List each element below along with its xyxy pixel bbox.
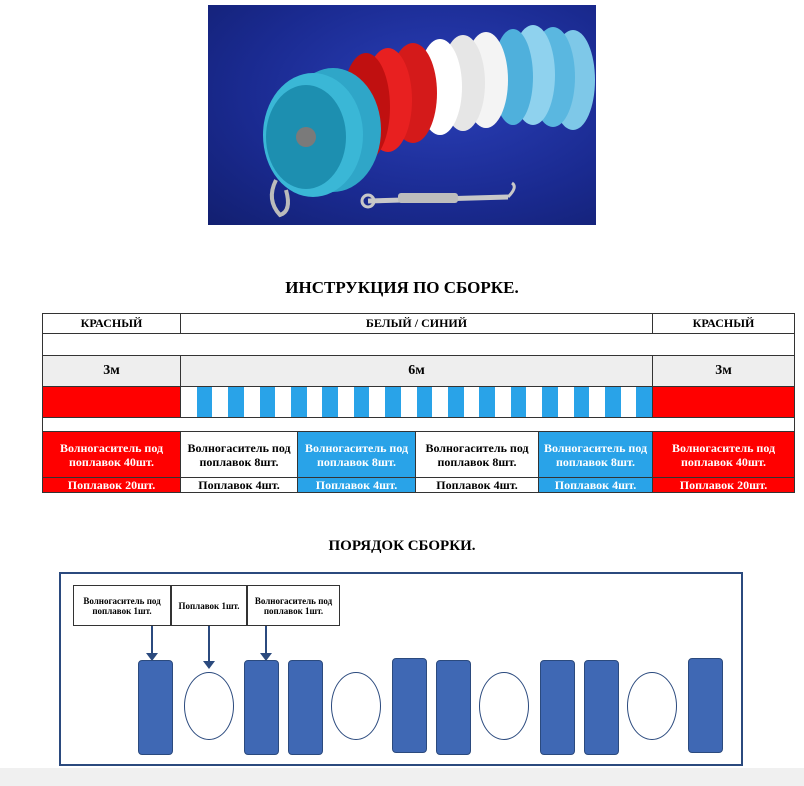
assembly-diagram: Волногаситель под поплавок 1шт. Поплавок… bbox=[59, 572, 743, 766]
wave-damper-shape bbox=[436, 660, 471, 755]
blank-row-2 bbox=[42, 417, 795, 432]
float-shape bbox=[479, 672, 529, 740]
assembly-title: ПОРЯДОК СБОРКИ. bbox=[328, 538, 476, 554]
stripe-segment bbox=[228, 387, 244, 417]
wave-damper-shape bbox=[540, 660, 575, 755]
stripe-segment bbox=[243, 387, 260, 417]
color-header-row: КРАСНЫЙ БЕЛЫЙ / СИНИЙ КРАСНЫЙ bbox=[42, 313, 795, 334]
description-row: Волногаситель под поплавок 40шт. Волнога… bbox=[42, 431, 795, 478]
stripe-segment bbox=[290, 387, 307, 417]
wave-damper-shape bbox=[688, 658, 723, 753]
arrow-2 bbox=[203, 626, 215, 669]
desc-5: Волногаситель под поплавок 8шт. bbox=[538, 431, 653, 478]
stripe-segment bbox=[463, 387, 480, 417]
page-bottom-strip bbox=[0, 768, 804, 786]
instructions-title: ИНСТРУКЦИЯ ПО СБОРКЕ. bbox=[285, 278, 519, 297]
wave-damper-shape bbox=[392, 658, 427, 753]
header-white-blue: БЕЛЫЙ / СИНИЙ bbox=[180, 313, 653, 334]
desc-2: Волногаситель под поплавок 8шт. bbox=[180, 431, 298, 478]
stripe-segment bbox=[259, 387, 276, 417]
stripe-pattern bbox=[181, 387, 653, 417]
length-row: 3м 6м 3м bbox=[42, 355, 795, 387]
stripe-segment bbox=[447, 387, 464, 417]
assembly-spec-table: КРАСНЫЙ БЕЛЫЙ / СИНИЙ КРАСНЫЙ 3м 6м 3м В… bbox=[42, 313, 795, 493]
label-wave-damper-1: Волногаситель под поплавок 1шт. bbox=[73, 585, 171, 626]
stripe-segment bbox=[181, 387, 197, 417]
stripe-segment bbox=[526, 387, 543, 417]
stripe-segment bbox=[400, 387, 417, 417]
count-row: Поплавок 20шт. Поплавок 4шт. Поплавок 4ш… bbox=[42, 477, 795, 493]
stripe-segment bbox=[212, 387, 229, 417]
wave-damper-shape bbox=[288, 660, 323, 755]
white-blue-stripes bbox=[180, 386, 653, 418]
stripe-segment bbox=[479, 387, 496, 417]
label-float: Поплавок 1шт. bbox=[171, 585, 247, 626]
arrow-1 bbox=[146, 626, 158, 661]
length-left: 3м bbox=[42, 355, 181, 387]
red-section-left bbox=[42, 386, 181, 418]
label-wave-damper-2: Волногаситель под поплавок 1шт. bbox=[247, 585, 340, 626]
stripe-segment bbox=[557, 387, 574, 417]
wave-damper-shape bbox=[584, 660, 619, 755]
stripe-segment bbox=[369, 387, 386, 417]
stripe-segment bbox=[510, 387, 527, 417]
stripe-segment bbox=[353, 387, 370, 417]
blank-row bbox=[42, 333, 795, 356]
red-section-right bbox=[652, 386, 795, 418]
wave-damper-shape bbox=[244, 660, 279, 755]
stripe-segment bbox=[275, 387, 291, 417]
length-middle: 6м bbox=[180, 355, 653, 387]
count-3: Поплавок 4шт. bbox=[297, 477, 416, 493]
desc-4: Волногаситель под поплавок 8шт. bbox=[415, 431, 539, 478]
hook bbox=[269, 179, 290, 218]
stripe-segment bbox=[322, 387, 339, 417]
count-6: Поплавок 20шт. bbox=[652, 477, 795, 493]
wave-damper-shape bbox=[138, 660, 173, 755]
desc-3: Волногаситель под поплавок 8шт. bbox=[297, 431, 416, 478]
stripe-segment bbox=[542, 387, 558, 417]
count-5: Поплавок 4шт. bbox=[538, 477, 653, 493]
stripe-segment bbox=[620, 387, 637, 417]
float-shape bbox=[627, 672, 677, 740]
arrow-3 bbox=[260, 626, 272, 661]
blue-discs-top bbox=[493, 25, 595, 130]
header-red-left: КРАСНЫЙ bbox=[42, 313, 181, 334]
desc-6: Волногаситель под поплавок 40шт. bbox=[652, 431, 795, 478]
float-shape bbox=[184, 672, 234, 740]
teal-discs bbox=[263, 68, 381, 197]
lane-rope-photo bbox=[208, 5, 596, 225]
turnbuckle bbox=[360, 181, 516, 209]
float-shape bbox=[331, 672, 381, 740]
length-right: 3м bbox=[652, 355, 795, 387]
count-1: Поплавок 20шт. bbox=[42, 477, 181, 493]
color-stripe-row bbox=[42, 386, 795, 418]
desc-1: Волногаситель под поплавок 40шт. bbox=[42, 431, 181, 478]
stripe-segment bbox=[416, 387, 433, 417]
stripe-segment bbox=[306, 387, 323, 417]
stripe-segment bbox=[338, 387, 354, 417]
stripe-segment bbox=[385, 387, 401, 417]
stripe-segment bbox=[196, 387, 213, 417]
count-2: Поплавок 4шт. bbox=[180, 477, 298, 493]
stripe-segment bbox=[573, 387, 590, 417]
stripe-segment bbox=[495, 387, 511, 417]
stripe-segment bbox=[432, 387, 448, 417]
stripe-segment bbox=[604, 387, 621, 417]
stripe-segment bbox=[636, 387, 653, 417]
header-red-right: КРАСНЫЙ bbox=[652, 313, 795, 334]
count-4: Поплавок 4шт. bbox=[415, 477, 539, 493]
stripe-segment bbox=[589, 387, 605, 417]
lane-rope-illustration bbox=[263, 25, 595, 218]
